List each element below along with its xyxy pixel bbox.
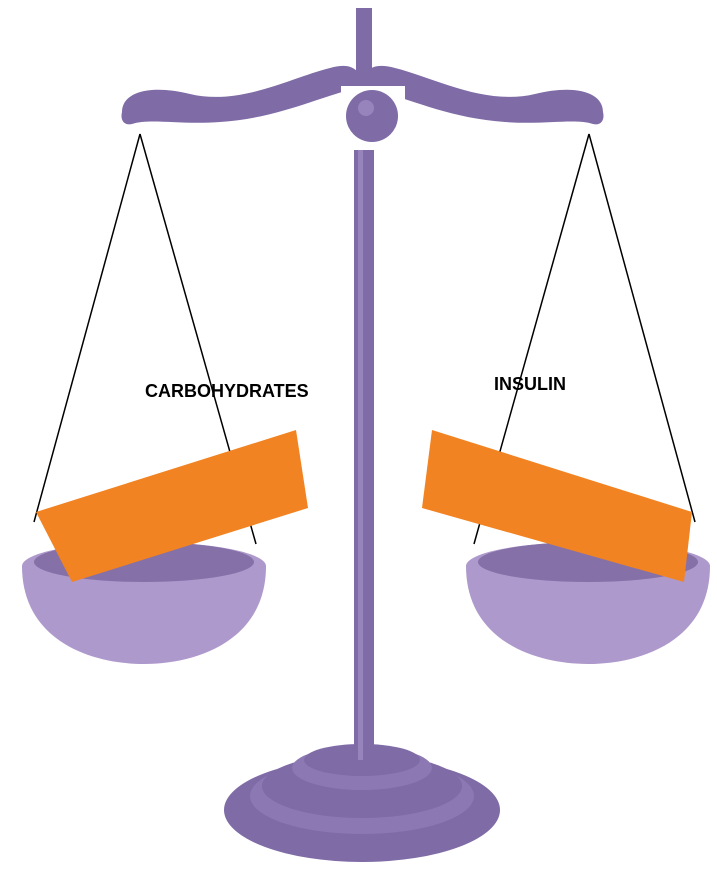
pivot-knob <box>346 90 398 142</box>
left-pan <box>22 542 266 664</box>
pole-highlight <box>358 140 363 760</box>
pivot-knob-highlight <box>358 100 374 116</box>
left-pan-label: CARBOHYDRATES <box>145 381 309 401</box>
right-string-outer <box>589 134 695 522</box>
beam-left-arm <box>121 66 358 124</box>
right-pan-label: INSULIN <box>494 374 566 394</box>
pole-main <box>354 140 374 768</box>
left-string-outer <box>34 134 140 522</box>
